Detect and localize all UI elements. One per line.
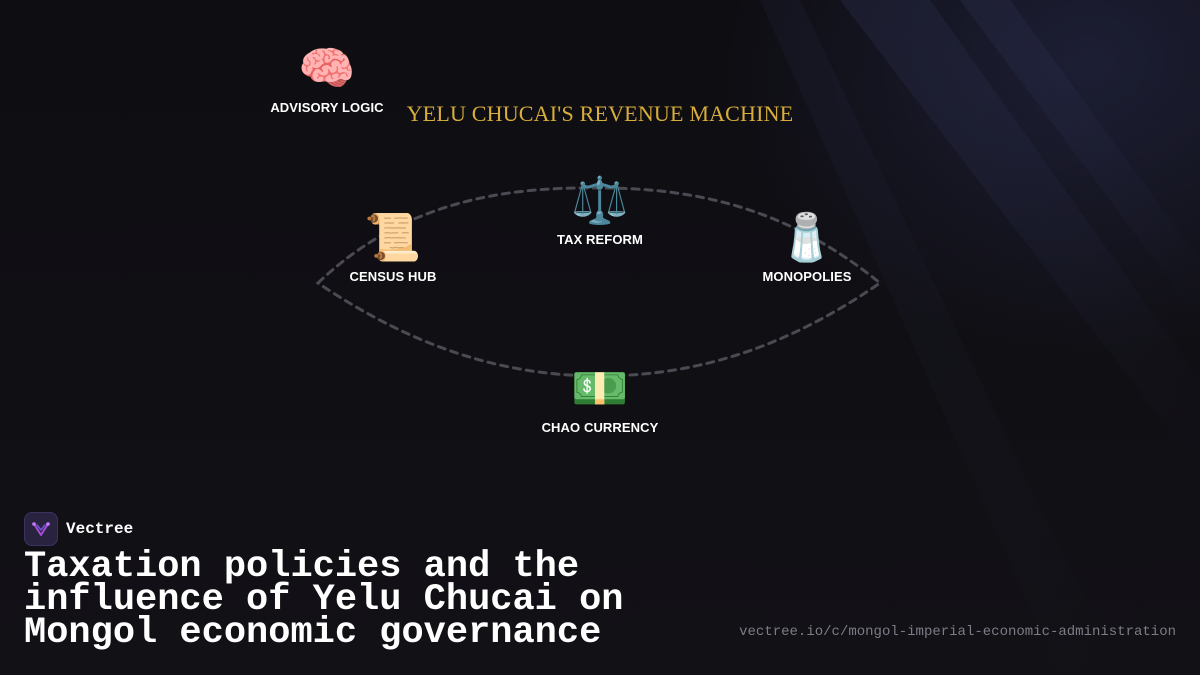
banknote-icon: 💵 bbox=[571, 361, 629, 415]
node-monopolies: 🧂 MONOPOLIES bbox=[707, 209, 907, 284]
brand[interactable]: Vectree bbox=[24, 512, 133, 546]
page-url[interactable]: vectree.io/c/mongol-imperial-economic-ad… bbox=[739, 624, 1176, 640]
page-headline: Taxation policies and the influence of Y… bbox=[24, 546, 624, 654]
brain-icon: 🧠 bbox=[298, 41, 356, 95]
node-label-chao-currency: CHAO CURRENCY bbox=[541, 420, 659, 435]
node-label-census-hub: CENSUS HUB bbox=[349, 269, 437, 284]
diagram-title: YELU CHUCAI'S REVENUE MACHINE bbox=[406, 101, 794, 126]
node-tax-reform: ⚖️ TAX REFORM bbox=[500, 172, 700, 247]
scroll-icon: 📜 bbox=[364, 210, 422, 264]
brand-name: Vectree bbox=[66, 520, 134, 538]
vectree-logo-mark bbox=[32, 522, 50, 536]
node-advisory-logic: 🧠 ADVISORY LOGIC bbox=[227, 40, 427, 115]
node-chao-currency: 💵 CHAO CURRENCY bbox=[500, 360, 700, 435]
revenue-loop-path bbox=[315, 186, 883, 378]
salt-shaker-icon: 🧂 bbox=[778, 210, 836, 264]
node-label-monopolies: MONOPOLIES bbox=[762, 269, 852, 284]
node-label-tax-reform: TAX REFORM bbox=[557, 232, 643, 247]
balance-scale-icon: ⚖️ bbox=[571, 173, 629, 227]
vectree-logo-icon bbox=[24, 512, 58, 546]
node-label-advisory-logic: ADVISORY LOGIC bbox=[270, 100, 384, 115]
node-census-hub: 📜 CENSUS HUB bbox=[293, 209, 493, 284]
